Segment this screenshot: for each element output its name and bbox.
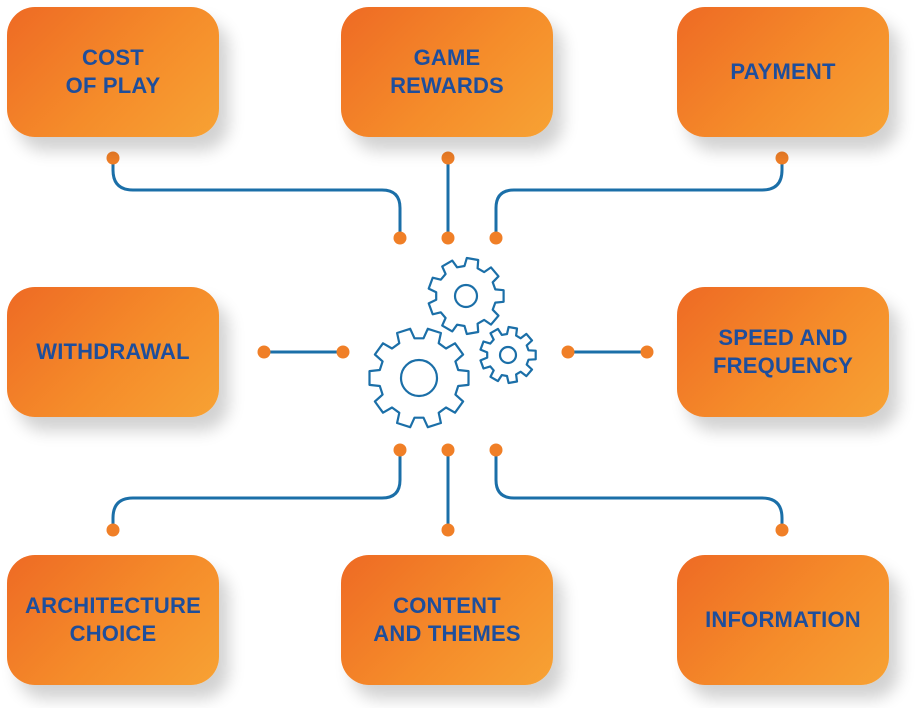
- connector-dot: [775, 523, 789, 537]
- node-payment: PAYMENT: [677, 7, 889, 137]
- node-architecture-choice: ARCHITECTURE CHOICE: [7, 555, 219, 685]
- node-speed-and-frequency: SPEED AND FREQUENCY: [677, 287, 889, 417]
- connector-dot: [441, 151, 455, 165]
- connector-dot: [106, 151, 120, 165]
- connector-payment: [494, 156, 784, 240]
- connector-dot: [489, 231, 503, 245]
- large-gear-hub: [399, 358, 439, 398]
- connector-dot: [489, 443, 503, 457]
- node-label: ARCHITECTURE CHOICE: [25, 593, 201, 646]
- connector-dot: [561, 345, 575, 359]
- node-information: INFORMATION: [677, 555, 889, 685]
- node-cost-of-play: COST OF PLAY: [7, 7, 219, 137]
- connector-dot: [441, 231, 455, 245]
- node-label: PAYMENT: [730, 59, 836, 84]
- small-gear-hub: [498, 345, 518, 365]
- node-label: GAME REWARDS: [390, 45, 504, 98]
- connector-architecture-choice: [111, 448, 402, 532]
- node-content-and-themes: CONTENT AND THEMES: [341, 555, 553, 685]
- gears-icon: [368, 256, 537, 429]
- connector-dot: [106, 523, 120, 537]
- connector-dot: [393, 231, 407, 245]
- large-gear-icon: [368, 327, 470, 429]
- node-label: INFORMATION: [705, 607, 861, 632]
- top-gear-hub: [453, 283, 479, 309]
- connector-cost-of-play: [111, 156, 402, 240]
- small-gear-icon: [479, 325, 537, 385]
- node-game-rewards: GAME REWARDS: [341, 7, 553, 137]
- connector-dot: [441, 443, 455, 457]
- node-label: COST OF PLAY: [65, 45, 161, 98]
- top-gear-icon: [427, 256, 505, 336]
- node-label: CONTENT AND THEMES: [373, 593, 521, 646]
- connector-dot: [640, 345, 654, 359]
- connector-dot: [775, 151, 789, 165]
- connector-dot: [336, 345, 350, 359]
- connector-information: [494, 448, 784, 532]
- connector-dot: [257, 345, 271, 359]
- connector-dot: [441, 523, 455, 537]
- node-label: SPEED AND FREQUENCY: [713, 325, 853, 378]
- node-withdrawal: WITHDRAWAL: [7, 287, 219, 417]
- connector-dot: [393, 443, 407, 457]
- node-label: WITHDRAWAL: [36, 339, 190, 364]
